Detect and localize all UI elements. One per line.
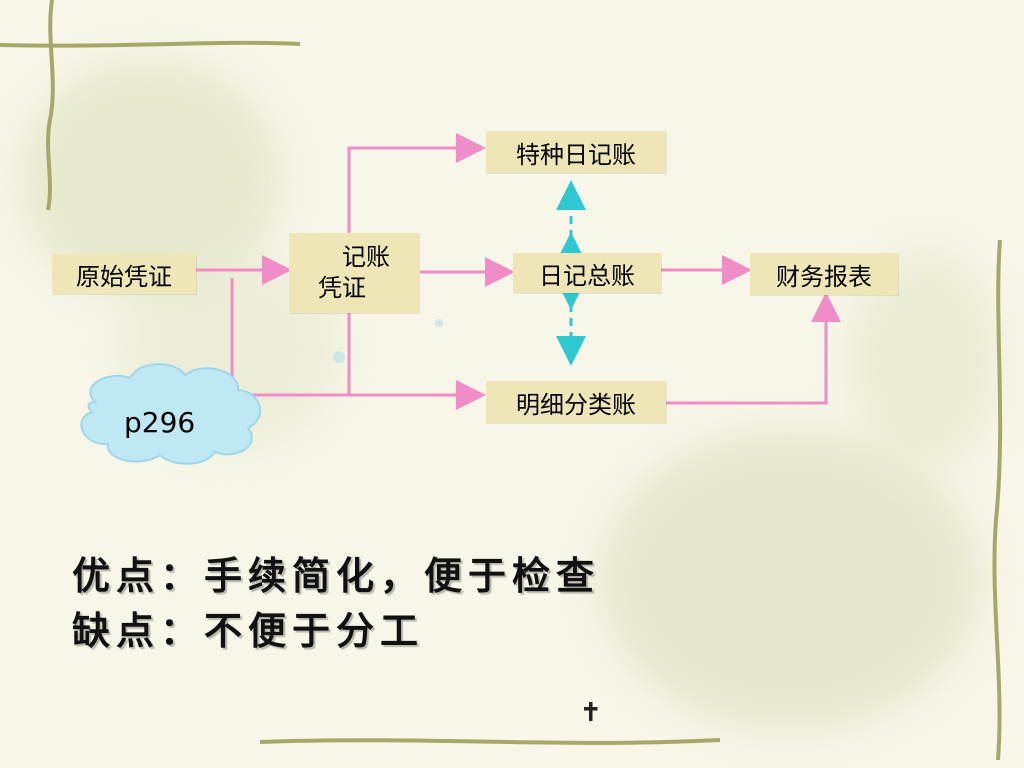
financial-statements-box: 财务报表 bbox=[750, 253, 898, 295]
cloud-page-ref: p296 bbox=[124, 406, 196, 439]
dancing-figure-icon: ✝ bbox=[580, 698, 602, 728]
cloud-icon bbox=[80, 363, 261, 465]
original-voucher-label: 原始凭证 bbox=[76, 262, 172, 291]
figure-row: ✝ ✝ ✝ ✝ ✝ ✝ ✝ ✝ ✝ ✝ ✝ ✝ ✝ ✝ ✝ ✝ ✝ bbox=[580, 698, 1000, 742]
subsidiary-ledger-box: 明细分类账 bbox=[486, 381, 666, 423]
arrow-subsidiary-to-statements bbox=[666, 292, 841, 405]
dancing-figure-icon: ✝ bbox=[580, 698, 602, 728]
subsidiary-ledger-label: 明细分类账 bbox=[516, 390, 636, 419]
dancing-figure-icon: ✝ bbox=[580, 698, 602, 728]
dancing-figure-icon: ✝ bbox=[580, 698, 602, 728]
special-journal-box: 特种日记账 bbox=[486, 131, 666, 173]
vine-top bbox=[0, 40, 301, 48]
dancing-figure-icon: ✝ bbox=[580, 698, 602, 728]
bookkeeping-voucher-label-line2: 凭证 bbox=[318, 274, 366, 302]
dancing-figure-icon: ✝ bbox=[580, 698, 602, 728]
dancing-figure-icon: ✝ bbox=[580, 698, 602, 728]
bookkeeping-voucher-box: 记账 凭证 bbox=[289, 233, 419, 313]
special-journal-label: 特种日记账 bbox=[516, 140, 636, 169]
decor-dot bbox=[333, 351, 345, 363]
vine-left bbox=[46, 0, 55, 211]
original-voucher-box: 原始凭证 bbox=[52, 254, 196, 294]
disadvantages-text: 缺点：不便于分工 bbox=[72, 608, 425, 653]
vine-bottom bbox=[259, 738, 721, 745]
advantages-text: 优点：手续简化，便于检查 bbox=[72, 553, 601, 598]
dancing-figure-icon: ✝ bbox=[580, 698, 602, 728]
dancing-figure-icon: ✝ bbox=[580, 698, 602, 728]
financial-statements-label: 财务报表 bbox=[776, 262, 872, 291]
journal-ledger-label: 日记总账 bbox=[539, 261, 635, 290]
arrow-voucher-to-special bbox=[347, 133, 486, 234]
dancing-figure-icon: ✝ bbox=[580, 698, 602, 728]
dancing-figure-icon: ✝ bbox=[580, 698, 602, 728]
journal-ledger-box: 日记总账 bbox=[513, 253, 661, 293]
dancing-figure-icon: ✝ bbox=[580, 698, 602, 728]
vine-right bbox=[992, 239, 1003, 761]
dancing-figure-icon: ✝ bbox=[580, 698, 602, 728]
dancing-figure-icon: ✝ bbox=[580, 698, 602, 728]
dancing-figure-icon: ✝ bbox=[580, 698, 602, 728]
blossom-decoration bbox=[600, 430, 980, 730]
dancing-figure-icon: ✝ bbox=[580, 698, 602, 728]
dancing-figure-icon: ✝ bbox=[580, 698, 602, 728]
bookkeeping-voucher-label-line1: 记账 bbox=[342, 243, 390, 271]
decor-dot bbox=[435, 319, 443, 327]
